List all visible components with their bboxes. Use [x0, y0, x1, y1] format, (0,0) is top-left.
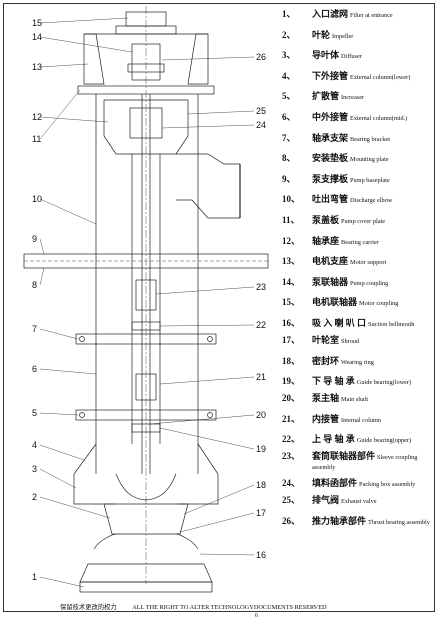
callout-11: 11: [32, 134, 41, 144]
callout-20: 20: [256, 410, 266, 420]
callout-21: 21: [256, 372, 266, 382]
callout-15: 15: [32, 18, 42, 28]
callout-2: 2: [32, 492, 37, 502]
callout-17: 17: [256, 508, 266, 518]
page-border: [3, 3, 435, 612]
right-leader-lines: [149, 56, 255, 556]
callout-8: 8: [32, 280, 37, 290]
left-callout-numbers: 15 14 13 12 11 10 9 8 7 6 5 4 3 2 1: [32, 18, 42, 582]
callout-6: 6: [32, 364, 37, 374]
callout-5: 5: [32, 408, 37, 418]
callout-1: 1: [32, 572, 37, 582]
callout-14: 14: [32, 32, 42, 42]
pump-cross-section-drawing: 15 14 13 12 11 10 9 8 7 6 5 4 3 2 1 26 2…: [23, 6, 269, 593]
callout-26: 26: [256, 52, 266, 62]
callout-4: 4: [32, 440, 37, 450]
footer-en: ALL THE RIGHT TO ALTER TECHNOLOGYDOCUMEN…: [132, 604, 327, 611]
callout-16: 16: [256, 550, 266, 560]
left-leader-lines: [39, 17, 133, 588]
callout-9: 9: [32, 234, 37, 244]
callout-18: 18: [256, 480, 266, 490]
callout-3: 3: [32, 464, 37, 474]
callout-19: 19: [256, 444, 266, 454]
footer-zh: 保留技术更改的权力: [60, 604, 117, 611]
callout-22: 22: [256, 320, 266, 330]
footer-rights-notice: 保留技术更改的权力 ALL THE RIGHT TO ALTER TECHNOL…: [60, 602, 341, 611]
callout-25: 25: [256, 106, 266, 116]
callout-10: 10: [32, 194, 42, 204]
callout-13: 13: [32, 62, 42, 72]
callout-24: 24: [256, 120, 266, 130]
callout-7: 7: [32, 324, 37, 334]
page-number: 6: [255, 613, 258, 619]
right-callout-numbers: 26 25 24 23 22 21 20 19 18 17 16: [256, 52, 266, 560]
callout-12: 12: [32, 112, 42, 122]
callout-23: 23: [256, 282, 266, 292]
